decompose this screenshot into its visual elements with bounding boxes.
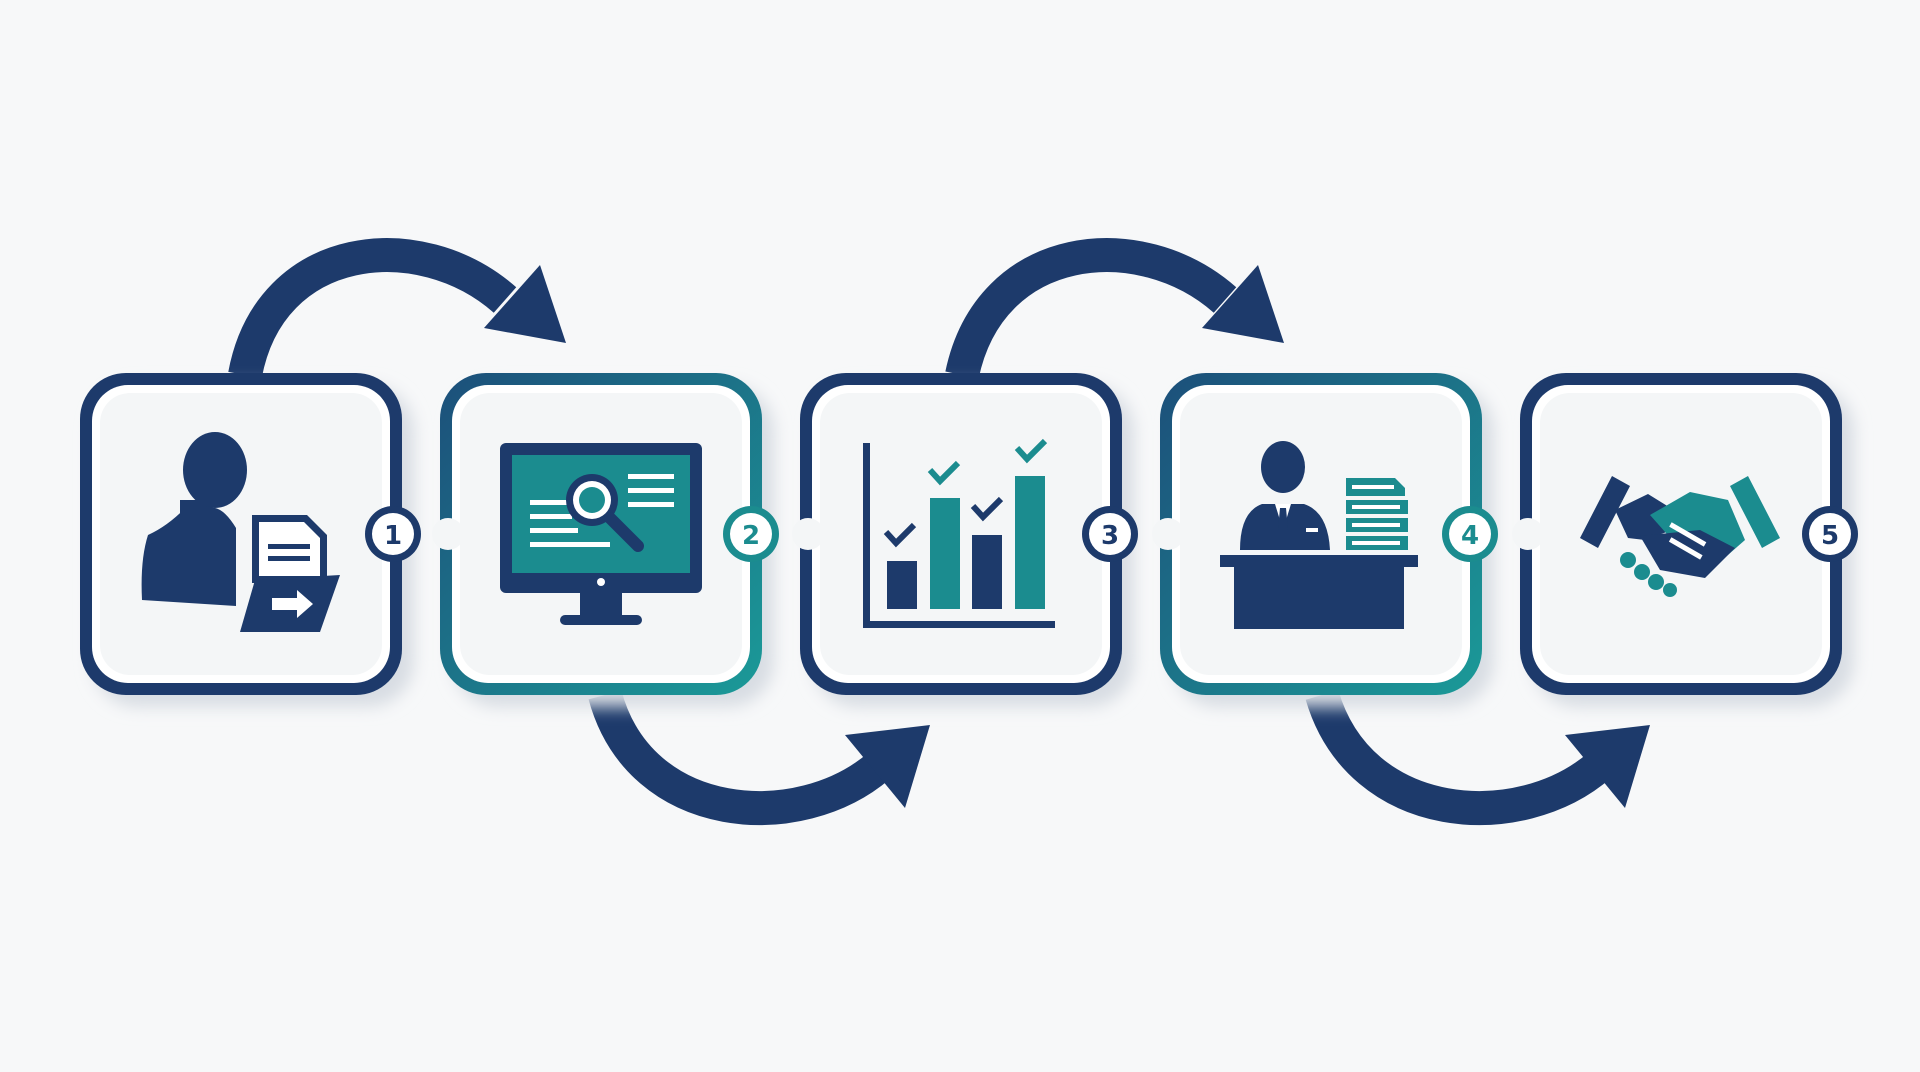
- step-number-1: 1: [384, 521, 402, 551]
- step-number-4: 4: [1461, 521, 1479, 551]
- person-at-desk-icon: [1220, 441, 1418, 629]
- bar-chart-checkmarks-icon: [863, 438, 1055, 628]
- step-card-1: 1: [80, 373, 421, 707]
- step-card-3: 3: [792, 373, 1138, 707]
- step-badge-2: 2: [723, 506, 779, 562]
- arrow-step-2-to-3: [588, 690, 930, 825]
- step-badge-5: 5: [1802, 506, 1858, 562]
- person-with-documents-icon: [141, 432, 340, 632]
- step-number-3: 3: [1101, 521, 1119, 551]
- step-card-5: 5: [1512, 373, 1858, 707]
- step-badge-4: 4: [1442, 506, 1498, 562]
- step-card-4: 4: [1152, 373, 1498, 707]
- handshake-icon: [1580, 476, 1780, 597]
- arrow-step-4-to-5: [1305, 689, 1650, 825]
- step-number-5: 5: [1821, 521, 1839, 551]
- step-badge-3: 3: [1082, 506, 1138, 562]
- arrow-step-1-to-2: [228, 238, 566, 379]
- connector-arrows: [228, 238, 1650, 825]
- step-number-2: 2: [742, 521, 760, 551]
- step-badge-1: 1: [365, 506, 421, 562]
- step-card-2: 2: [432, 373, 779, 707]
- arrow-step-3-to-4: [945, 238, 1284, 379]
- monitor-search-icon: [500, 443, 702, 625]
